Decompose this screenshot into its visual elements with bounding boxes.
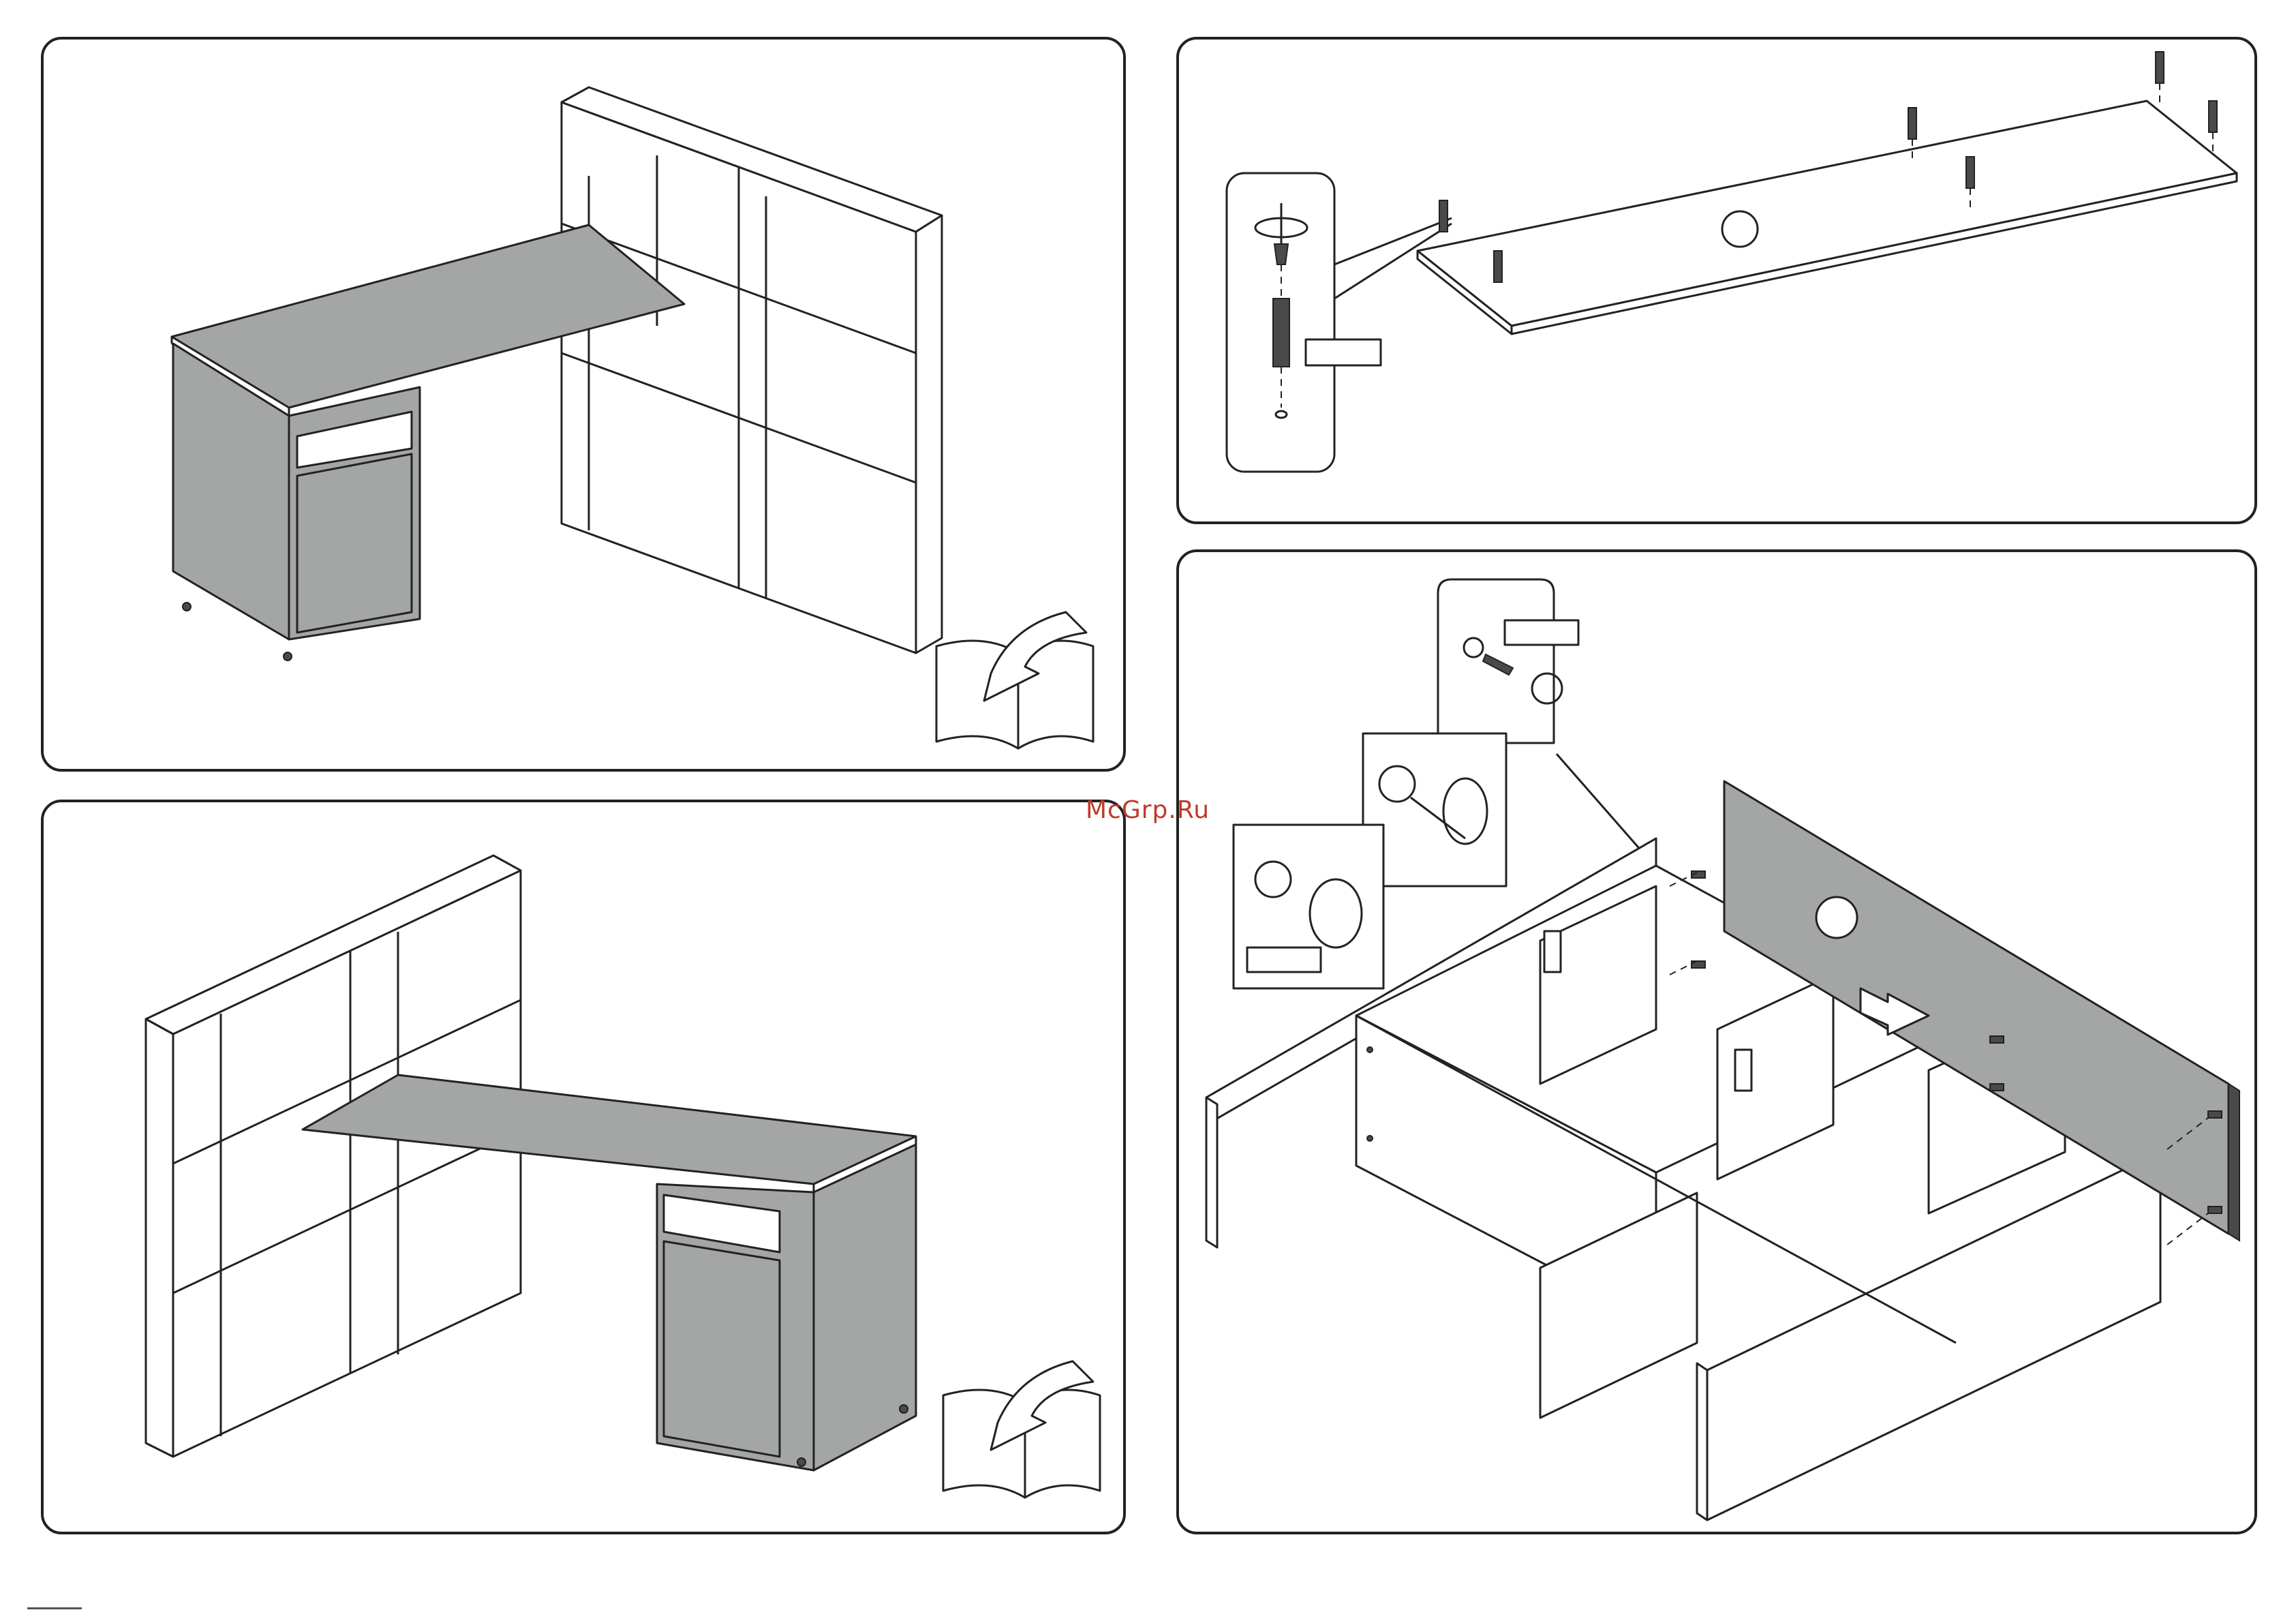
page-mark (27, 1607, 82, 1619)
watermark: McGrp.Ru (1086, 796, 1210, 824)
dowel-detail (1227, 173, 1452, 472)
top-board (1418, 101, 2237, 334)
frame-assembly-illustration (1179, 552, 2260, 1537)
panel-top-panel-dowels (1176, 37, 2257, 524)
shelving-unit (562, 87, 942, 653)
dowel-detail (1234, 825, 1383, 988)
manual-page-turn-icon (936, 612, 1093, 748)
panel-assembled-desk-left (41, 800, 1126, 1534)
shelving-unit (146, 855, 521, 1457)
panel-frame-assembly (1176, 549, 2257, 1534)
panel-assembled-desk-right (41, 37, 1126, 772)
manual-page-turn-icon (943, 1361, 1100, 1498)
desk-left-illustration (44, 802, 1129, 1537)
top-panel-illustration (1179, 40, 2260, 527)
desk-right-illustration (44, 40, 1129, 774)
desk-pedestal (657, 1144, 916, 1470)
